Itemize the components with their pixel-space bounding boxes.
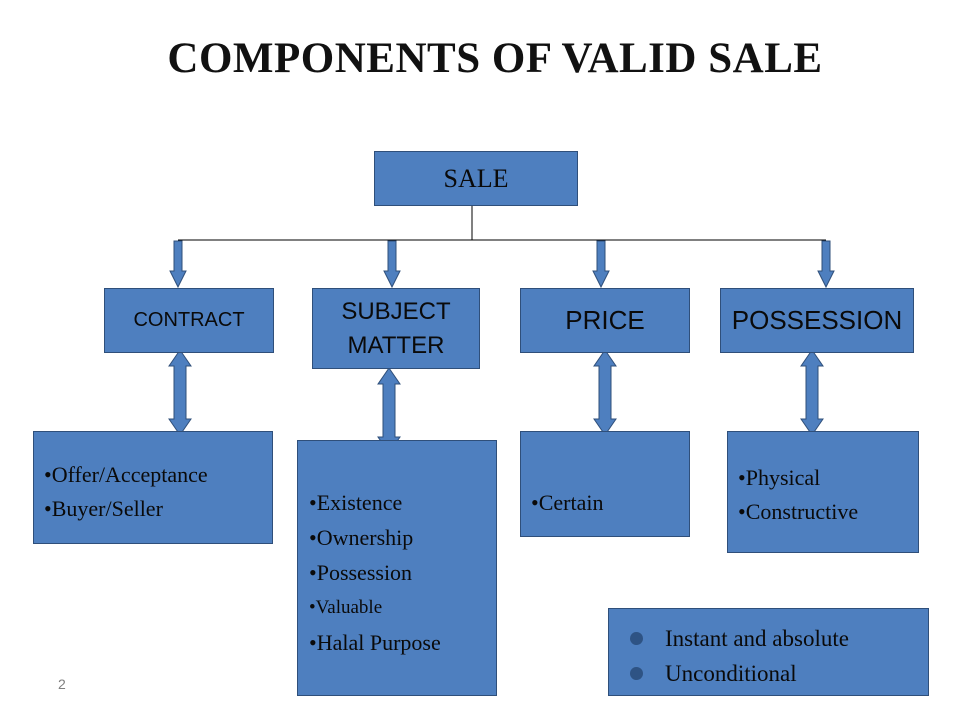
list-item: Certain	[531, 488, 689, 518]
contract-details-box: Offer/Acceptance Buyer/Seller	[33, 431, 273, 544]
subject-matter-label-line-2: MATTER	[347, 331, 445, 359]
condition-text: Instant and absolute	[665, 626, 849, 651]
subject-matter-label-line-1: SUBJECT	[341, 297, 451, 325]
arrow-to-possession	[817, 240, 835, 288]
list-item: Physical	[738, 461, 918, 495]
conditions-list: Instant and absolute Unconditional	[630, 621, 928, 691]
bullet-dot-icon	[630, 667, 643, 680]
conditions-box: Instant and absolute Unconditional	[608, 608, 929, 696]
list-item: Halal Purpose	[309, 625, 496, 660]
price-box: PRICE	[520, 288, 690, 353]
subject-matter-box: SUBJECT MATTER	[312, 288, 480, 369]
list-item: Instant and absolute	[630, 621, 928, 656]
double-arrow-possession	[800, 349, 824, 436]
sale-label: SALE	[443, 163, 509, 193]
subject-matter-details-list: Existence Ownership Possession Valuable …	[309, 485, 496, 660]
list-item: Possession	[309, 555, 496, 590]
contract-label: CONTRACT	[133, 309, 245, 331]
arrow-to-price	[592, 240, 610, 288]
price-details-list: Certain	[531, 488, 689, 518]
page-number: 2	[58, 676, 66, 692]
list-item: Buyer/Seller	[44, 492, 272, 526]
list-item: Constructive	[738, 495, 918, 529]
list-item: Existence	[309, 485, 496, 520]
price-label: PRICE	[565, 305, 645, 335]
possession-label: POSSESSION	[731, 305, 903, 335]
list-item: Valuable	[309, 590, 496, 625]
contract-box: CONTRACT	[104, 288, 274, 353]
condition-text: Unconditional	[665, 661, 797, 686]
possession-details-list: Physical Constructive	[738, 461, 918, 529]
arrow-to-subject-matter	[383, 240, 401, 288]
bullet-dot-icon	[630, 632, 643, 645]
list-item: Ownership	[309, 520, 496, 555]
double-arrow-contract	[168, 349, 192, 436]
possession-details-box: Physical Constructive	[727, 431, 919, 553]
list-item: Unconditional	[630, 656, 928, 691]
subject-matter-details-box: Existence Ownership Possession Valuable …	[297, 440, 497, 696]
sale-box: SALE	[374, 151, 578, 206]
tree-connector-lines	[178, 205, 826, 241]
contract-details-list: Offer/Acceptance Buyer/Seller	[44, 458, 272, 526]
list-item: Offer/Acceptance	[44, 458, 272, 492]
price-details-box: Certain	[520, 431, 690, 537]
slide-title: COMPONENTS OF VALID SALE	[167, 35, 823, 82]
possession-box: POSSESSION	[720, 288, 914, 353]
arrow-to-contract	[169, 240, 187, 288]
double-arrow-price	[593, 349, 617, 436]
